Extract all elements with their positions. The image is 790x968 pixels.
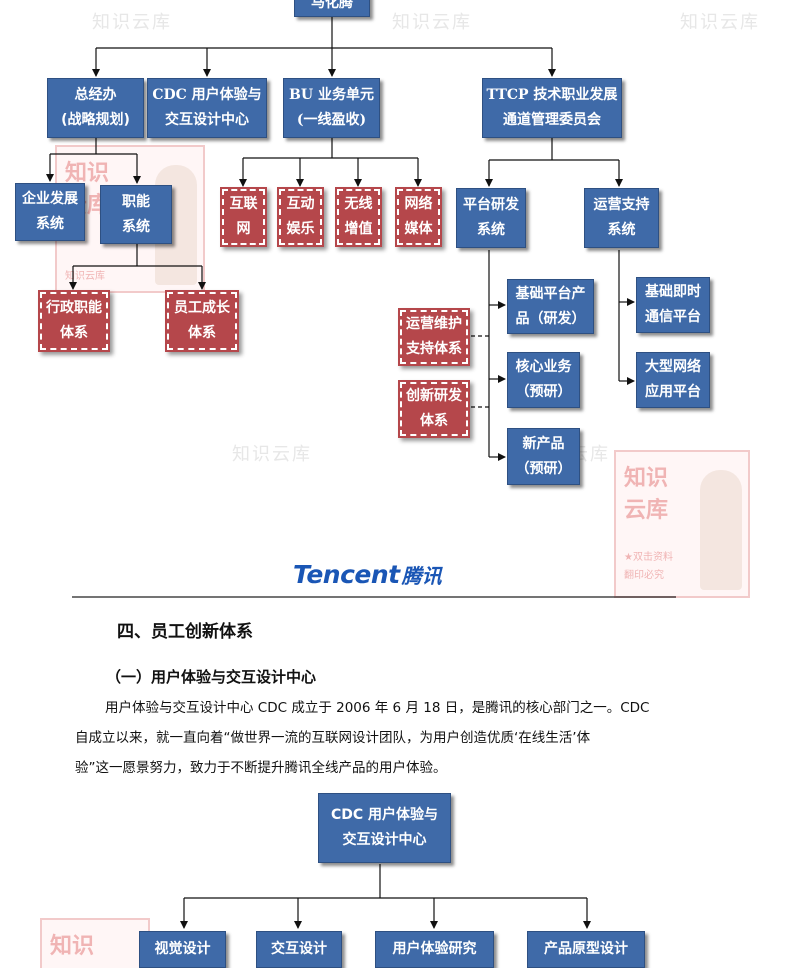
org-box-bu: BU 业务单元(一线盈收) — [283, 78, 380, 138]
cdc-root-box: CDC 用户体验与交互设计中心 — [318, 793, 451, 863]
org-box-hulianwang: 互联网 — [222, 189, 265, 245]
org-box-hexin: 核心业务（预研） — [507, 352, 580, 408]
subsection-title: （一）用户体验与交互设计中心 — [106, 668, 317, 686]
watermark: 知识云库 — [392, 12, 472, 33]
section-title: 四、员工创新体系 — [117, 622, 253, 642]
watermark: 知识云库 — [92, 12, 172, 33]
org-box-yunying: 运营支持系统 — [584, 188, 659, 248]
org-box-yuangong: 员工成长体系 — [167, 292, 237, 350]
cdc-child-box: 用户体验研究 — [375, 931, 494, 968]
org-box-xingzheng: 行政职能体系 — [40, 292, 108, 350]
paragraph: 用户体验与交互设计中心 CDC 成立于 2006 年 6 月 18 日，是腾讯的… — [75, 693, 685, 783]
watermark: 知识云库 — [232, 444, 312, 465]
paragraph-line: 自成立以来，就一直向着“做世界一流的互联网设计团队，为用户创造优质‘在线生活’体 — [75, 730, 591, 746]
cdc-child-box: 交互设计 — [256, 931, 342, 968]
org-box-wuxian: 无线增值 — [337, 189, 380, 245]
org-root-box: 马化腾 — [294, 0, 370, 17]
org-box-yunwei: 运营维护支持体系 — [400, 310, 468, 364]
org-box-zhineng: 职能系统 — [100, 185, 172, 244]
org-box-zongjingban: 总经办(战略规划) — [47, 78, 144, 138]
watermark-stamp: 知识 — [40, 918, 150, 968]
cdc-child-box: 产品原型设计 — [527, 931, 645, 968]
org-box-cdc: CDC 用户体验与交互设计中心 — [147, 78, 267, 138]
org-box-pingtai: 平台研发系统 — [456, 188, 526, 248]
paragraph-line: 用户体验与交互设计中心 CDC 成立于 2006 年 6 月 18 日，是腾讯的… — [105, 700, 650, 716]
org-box-xinchanpin: 新产品（预研） — [507, 428, 580, 485]
org-box-wangluo: 网络媒体 — [397, 189, 440, 245]
watermark: 知识云库 — [680, 12, 760, 33]
org-box-dawangluo: 大型网络应用平台 — [636, 352, 710, 408]
org-box-ttcp: TTCP 技术职业发展通道管理委员会 — [482, 78, 622, 138]
org-box-jichu-pingtai: 基础平台产品（研发） — [507, 279, 594, 334]
org-box-qiye: 企业发展系统 — [15, 183, 85, 241]
org-box-jishi: 基础即时通信平台 — [636, 277, 710, 333]
tencent-logo-latin: Tencent — [293, 559, 400, 589]
tencent-logo: Tencent 腾讯 — [293, 558, 442, 590]
watermark-stamp: 知识 云库 ★双击资料 翻印必究 — [614, 450, 750, 598]
org-box-chuangxin: 创新研发体系 — [400, 382, 468, 436]
cdc-child-box: 视觉设计 — [139, 931, 226, 968]
tencent-logo-cn: 腾讯 — [401, 563, 442, 588]
org-box-hudong: 互动娱乐 — [279, 189, 322, 245]
paragraph-line: 验”这一愿景努力，致力于不断提升腾讯全线产品的用户体验。 — [75, 760, 447, 776]
